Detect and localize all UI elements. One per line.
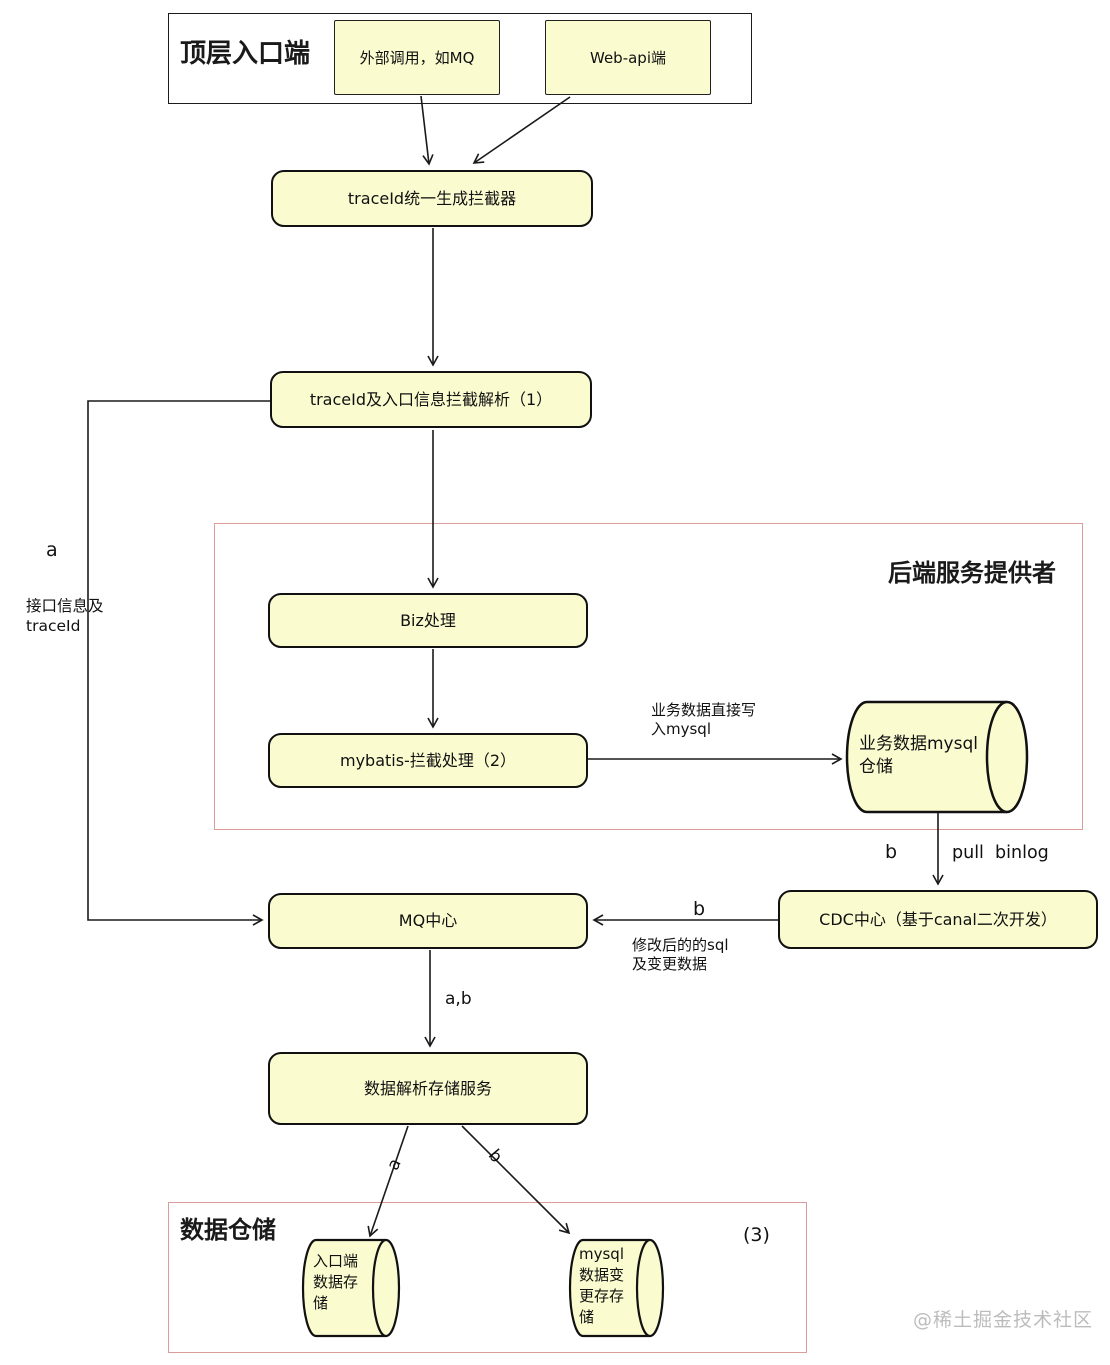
parse-store-label: 数据解析存储服务 bbox=[363, 1078, 492, 1098]
business-mysql-label: 业务数据mysql 仓储 bbox=[859, 734, 978, 777]
cdc-label: CDC中心（基于canal二次开发） bbox=[819, 909, 1057, 929]
edge-label-a-b: a,b bbox=[445, 989, 472, 1009]
data-warehouse-title: 数据仓储 bbox=[180, 1216, 276, 1244]
trace-parse-label: traceId及入口信息拦截解析（1） bbox=[309, 389, 553, 409]
backend-provider-title: 后端服务提供者 bbox=[888, 559, 1056, 587]
external-call-node: 外部调用，如MQ bbox=[334, 20, 500, 95]
entry-store-cylinder bbox=[301, 1238, 401, 1338]
top-entry-title: 顶层入口端 bbox=[180, 39, 311, 69]
trace-generator-node: traceId统一生成拦截器 bbox=[271, 170, 593, 227]
mybatis-node: mybatis-拦截处理（2） bbox=[268, 733, 588, 788]
biz-label: Biz处理 bbox=[400, 610, 456, 630]
arrow-parse-to-mq-left bbox=[87, 400, 270, 926]
top-entry-container bbox=[168, 13, 752, 104]
edge-label-b-pull: b bbox=[885, 841, 898, 863]
biz-node: Biz处理 bbox=[268, 593, 588, 648]
arrow-parsestore-to-entrystore bbox=[367, 1125, 409, 1238]
data-warehouse-container bbox=[168, 1202, 807, 1353]
mysql-change-cylinder bbox=[568, 1238, 665, 1338]
edge-label-interface-info: 接口信息及 traceId bbox=[26, 597, 104, 635]
web-api-label: Web-api端 bbox=[590, 49, 666, 67]
entry-store-label: 入口端 数据存 储 bbox=[313, 1252, 359, 1312]
arrow-webapi-to-generator bbox=[472, 96, 571, 164]
edge-label-b-cdc-mq: b bbox=[693, 898, 706, 920]
backend-provider-container bbox=[214, 523, 1083, 830]
trace-generator-label: traceId统一生成拦截器 bbox=[347, 188, 517, 208]
edge-label-modified-sql: 修改后的的sql 及变更数据 bbox=[632, 936, 729, 974]
parse-store-node: 数据解析存储服务 bbox=[268, 1052, 588, 1125]
watermark: @稀土掘金技术社区 bbox=[913, 1309, 1094, 1331]
mq-node: MQ中心 bbox=[268, 893, 588, 949]
external-call-label: 外部调用，如MQ bbox=[359, 49, 475, 67]
arrow-parsestore-to-changstore bbox=[461, 1125, 571, 1235]
edge-label-direct-write: 业务数据直接写 入mysql bbox=[651, 701, 757, 739]
warehouse-number-label: (3) bbox=[743, 1224, 770, 1246]
trace-parse-node: traceId及入口信息拦截解析（1） bbox=[270, 371, 592, 428]
edge-label-pull-binlog: pull binlog bbox=[952, 843, 1049, 863]
arrow-external-to-generator bbox=[420, 95, 434, 166]
mybatis-label: mybatis-拦截处理（2） bbox=[339, 750, 517, 770]
edge-label-a-left: a bbox=[46, 539, 58, 561]
business-mysql-cylinder bbox=[845, 700, 1029, 814]
cdc-node: CDC中心（基于canal二次开发） bbox=[778, 890, 1098, 949]
web-api-node: Web-api端 bbox=[545, 20, 711, 95]
mysql-change-label: mysql 数据变 更存存 储 bbox=[579, 1245, 625, 1326]
mq-label: MQ中心 bbox=[398, 911, 458, 931]
